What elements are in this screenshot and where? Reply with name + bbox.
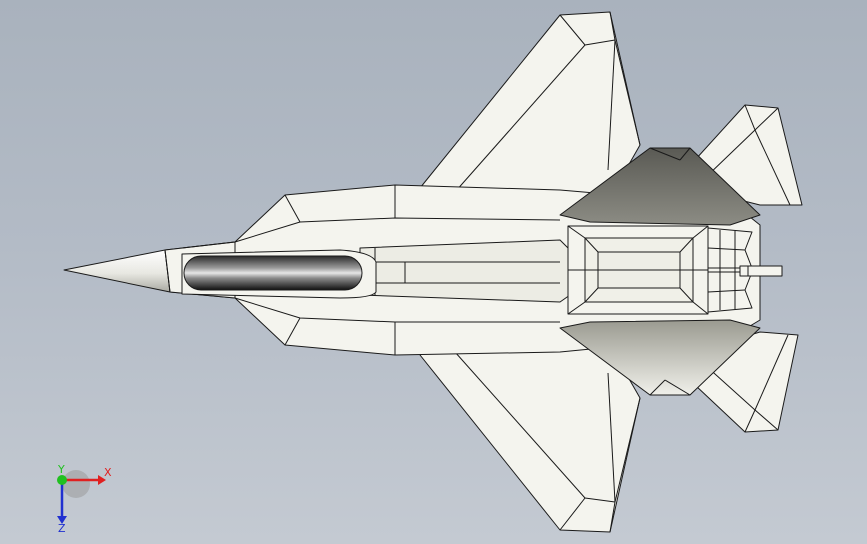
exhaust-nozzles bbox=[707, 227, 783, 313]
z-axis-label: Z bbox=[58, 522, 66, 532]
cockpit-canopy bbox=[181, 249, 377, 299]
x-axis-arrow bbox=[98, 475, 106, 485]
engine-bay bbox=[567, 225, 709, 315]
nose-cone bbox=[63, 249, 171, 293]
z-axis-arrow bbox=[57, 516, 67, 524]
y-axis-label: Y bbox=[57, 463, 65, 476]
y-axis bbox=[57, 475, 67, 485]
x-axis-label: X bbox=[104, 466, 112, 479]
triad-sphere bbox=[62, 470, 90, 498]
orientation-triad[interactable]: X Y Z bbox=[40, 462, 120, 532]
